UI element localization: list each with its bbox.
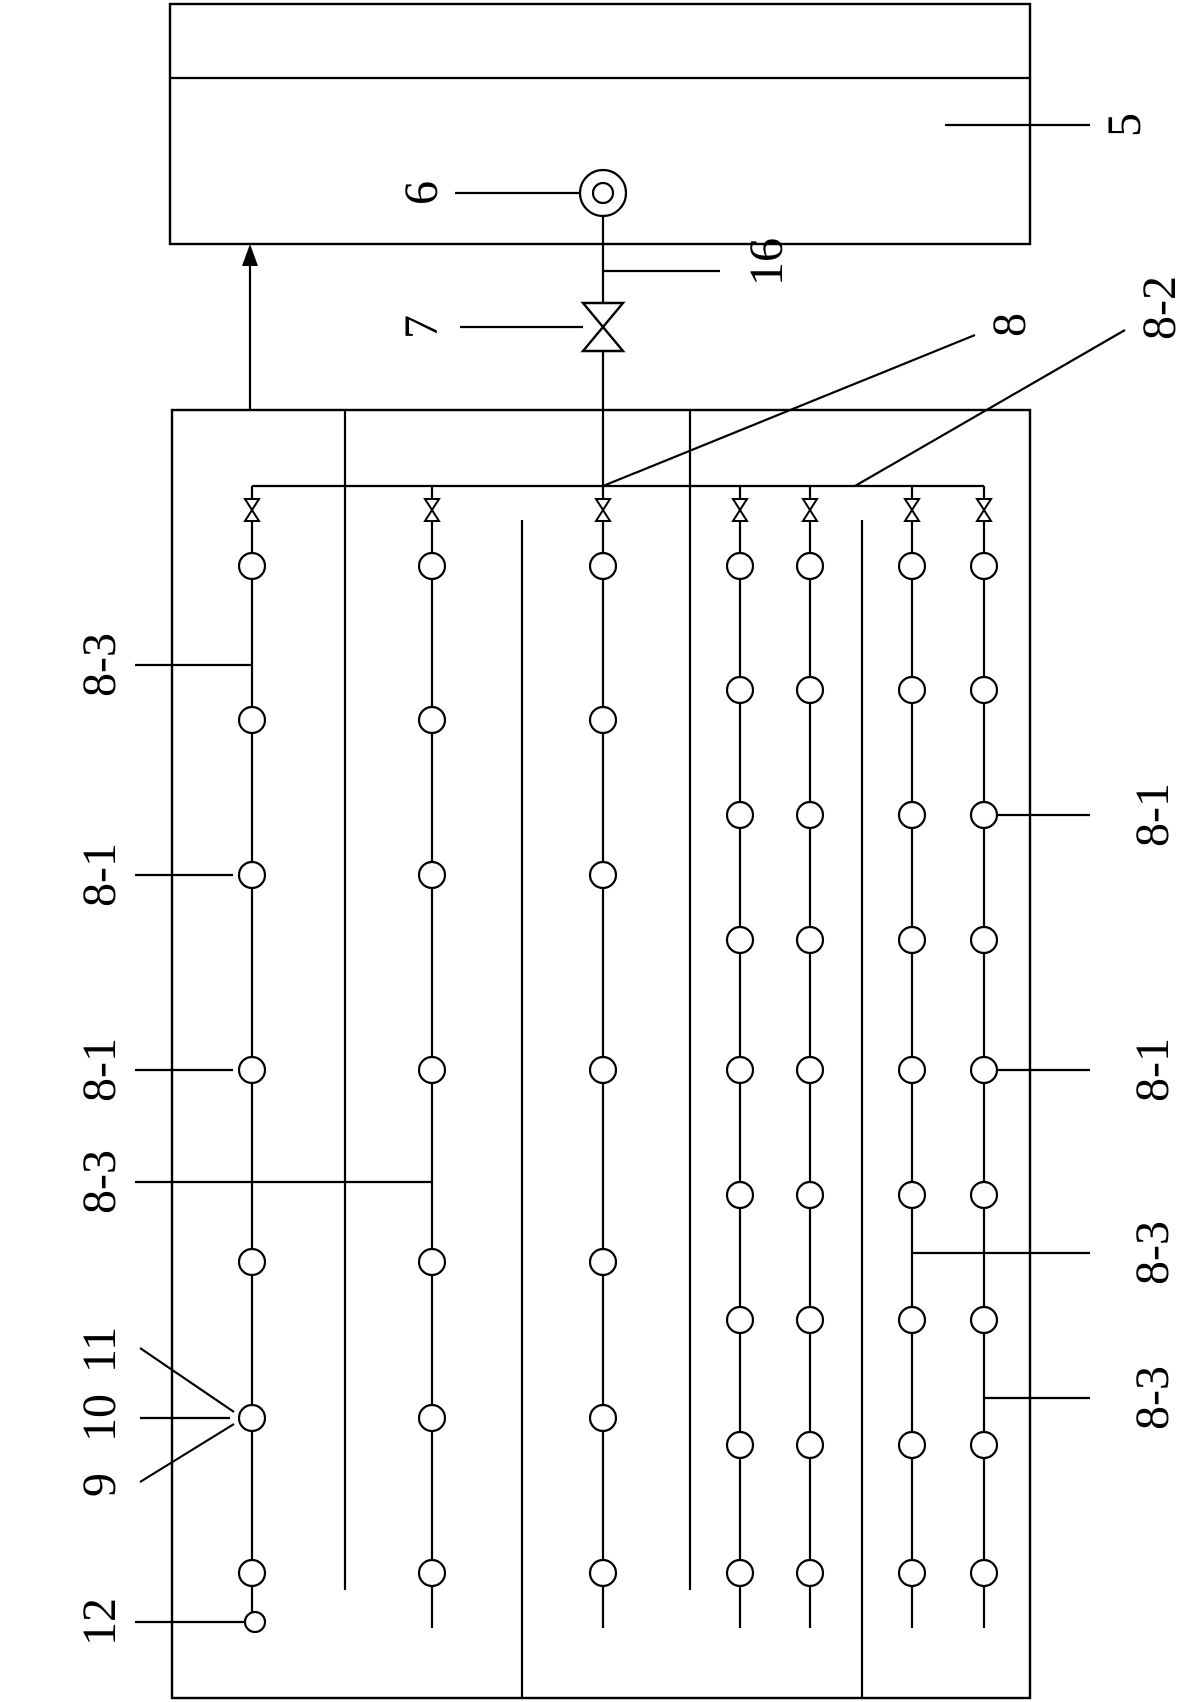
nozzle-node <box>588 1055 618 1085</box>
nozzle-node <box>897 925 927 955</box>
nozzle-node <box>417 551 447 581</box>
nozzle-node <box>795 1430 825 1460</box>
label-8-3-c: 8-3 <box>1126 1221 1179 1285</box>
nozzle-node <box>725 925 755 955</box>
nozzle-node <box>588 705 618 735</box>
nozzle-node <box>969 1430 999 1460</box>
nozzle-node <box>237 551 267 581</box>
nozzle-node <box>237 705 267 735</box>
nozzle-node <box>417 1558 447 1588</box>
nozzle-node <box>795 675 825 705</box>
label-8-1-b: 8-1 <box>73 1038 126 1102</box>
nozzle-node <box>725 1305 755 1335</box>
nozzle-node <box>795 800 825 830</box>
label-10: 10 <box>73 1394 126 1442</box>
nozzle-node <box>795 1305 825 1335</box>
nozzle-node <box>725 675 755 705</box>
nozzle-node <box>725 551 755 581</box>
nozzle-node <box>969 800 999 830</box>
nozzle-node <box>588 551 618 581</box>
nozzle-node <box>795 551 825 581</box>
nozzle-node <box>897 1558 927 1588</box>
label-8-1-c: 8-1 <box>1126 783 1179 847</box>
nozzle-node <box>725 1430 755 1460</box>
nozzle-node <box>725 1558 755 1588</box>
nozzle-node <box>588 860 618 890</box>
label-8-2: 8-2 <box>1133 276 1186 340</box>
nozzle-node <box>417 1403 447 1433</box>
nozzle-node <box>725 800 755 830</box>
nozzle-node <box>237 1558 267 1588</box>
nozzle-node <box>969 925 999 955</box>
nozzle-node <box>969 551 999 581</box>
nozzle-node <box>969 1305 999 1335</box>
pipe-columns <box>237 486 999 1628</box>
nozzle-node <box>417 1055 447 1085</box>
label-8: 8 <box>983 313 1036 337</box>
label-8-1-a: 8-1 <box>73 843 126 907</box>
nozzle-node <box>237 1403 267 1433</box>
nozzle-node <box>237 860 267 890</box>
nozzle-node <box>795 1558 825 1588</box>
branch-valve-icon <box>731 498 749 522</box>
nozzle-node <box>897 551 927 581</box>
label-7: 7 <box>395 315 448 339</box>
label-8-3-d: 8-3 <box>1126 1366 1179 1430</box>
nozzle-node <box>417 705 447 735</box>
label-11: 11 <box>73 1327 126 1373</box>
label-12: 12 <box>73 1598 126 1646</box>
nozzle-node <box>725 1055 755 1085</box>
nozzle-node <box>588 1403 618 1433</box>
nozzle-node <box>897 1055 927 1085</box>
nozzle-node <box>725 1180 755 1210</box>
pump-inner-circle <box>591 181 615 205</box>
nozzle-node <box>417 1247 447 1277</box>
nozzle-node <box>897 1430 927 1460</box>
nozzle-node <box>795 1055 825 1085</box>
nozzle-node <box>969 1558 999 1588</box>
nozzle-node <box>588 1247 618 1277</box>
nozzle-node <box>237 1247 267 1277</box>
nozzle-node <box>897 1305 927 1335</box>
nozzle-node <box>897 800 927 830</box>
label-9: 9 <box>73 1473 126 1497</box>
nozzle-node <box>588 1558 618 1588</box>
nozzle-node <box>795 1180 825 1210</box>
nozzle-node <box>969 675 999 705</box>
nozzle-node <box>237 1055 267 1085</box>
label-8-3-b: 8-3 <box>73 1150 126 1214</box>
branch-valve-icon <box>594 498 612 522</box>
branch-valve-icon <box>975 498 993 522</box>
nozzle-node <box>969 1180 999 1210</box>
gate-valve-icon <box>580 301 626 353</box>
branch-valve-icon <box>243 498 261 522</box>
branch-valve-icon <box>423 498 441 522</box>
distribution-box <box>170 408 1032 1700</box>
nozzle-node <box>417 860 447 890</box>
label-8-1-d: 8-1 <box>1126 1038 1179 1102</box>
label-6: 6 <box>395 181 448 205</box>
nozzle-node <box>897 675 927 705</box>
end-cap-12 <box>243 1610 267 1634</box>
leader-lines <box>135 123 1126 1624</box>
nozzle-node <box>795 925 825 955</box>
branch-valve-icon <box>903 498 921 522</box>
label-16: 16 <box>740 238 793 286</box>
label-8-3-a: 8-3 <box>73 633 126 697</box>
nozzle-node <box>897 1180 927 1210</box>
label-5: 5 <box>1098 113 1151 137</box>
branch-valve-icon <box>801 498 819 522</box>
flow-arrow-icon <box>242 244 258 410</box>
nozzle-node <box>969 1055 999 1085</box>
